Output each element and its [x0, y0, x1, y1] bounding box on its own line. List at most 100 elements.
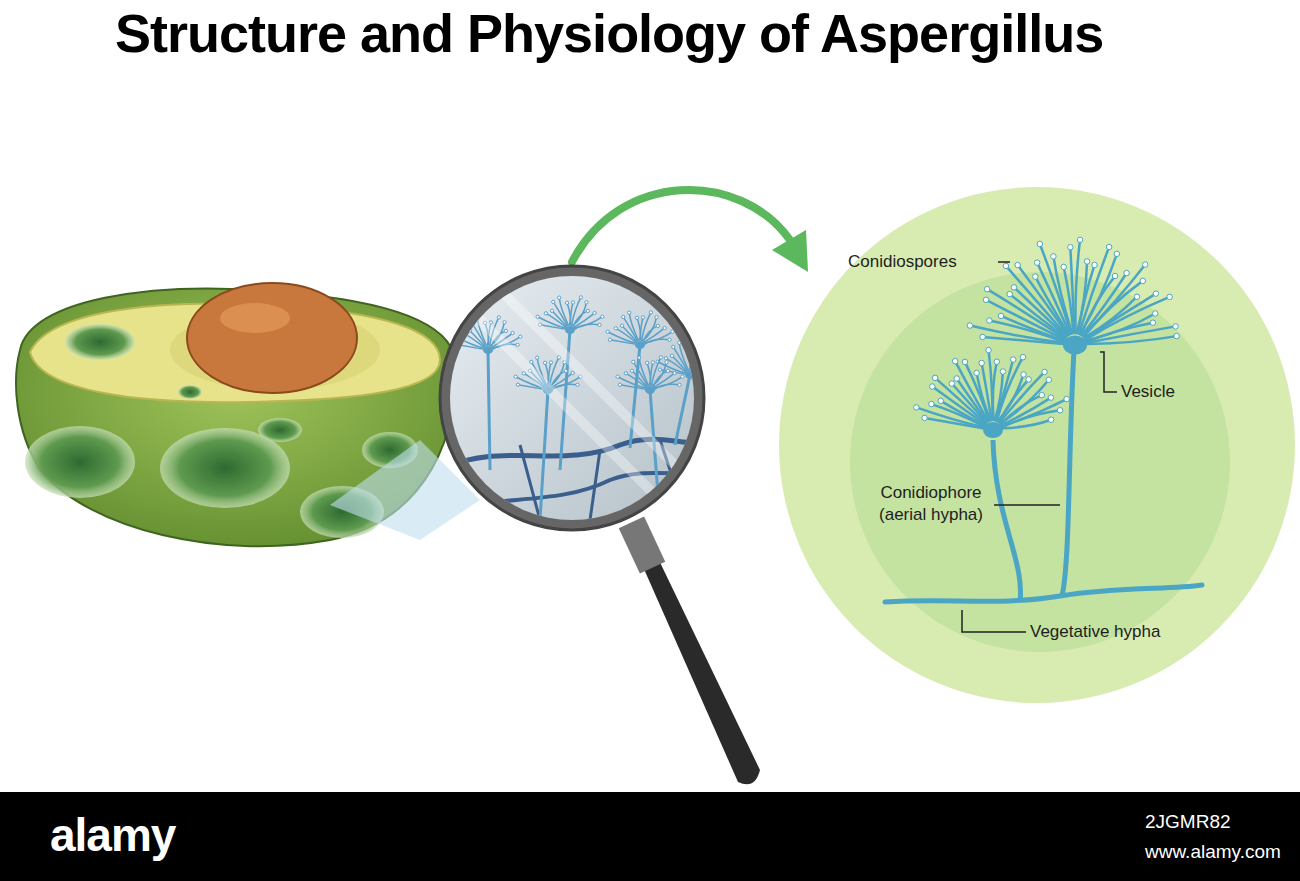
spore — [606, 330, 609, 333]
spore — [656, 324, 659, 327]
spore — [468, 329, 471, 332]
spore — [1042, 369, 1048, 375]
spore — [1124, 270, 1130, 276]
spore — [632, 360, 635, 363]
spore — [658, 368, 661, 371]
spore — [454, 335, 457, 338]
spore-chain — [691, 347, 693, 370]
spore — [705, 346, 708, 349]
spore — [1064, 396, 1070, 402]
spore — [1152, 311, 1158, 317]
spore — [932, 375, 938, 381]
spore — [614, 327, 617, 330]
spore — [670, 354, 673, 357]
spore — [1020, 354, 1026, 360]
spore-chain — [693, 356, 707, 371]
spore-chain — [1084, 297, 1137, 338]
spore — [663, 326, 666, 329]
spore-chain — [608, 332, 636, 343]
spore — [586, 309, 589, 312]
spore — [681, 375, 684, 378]
spore-chain — [559, 298, 568, 326]
spore-chain — [639, 358, 648, 386]
watermark-bar — [0, 792, 1300, 881]
spore — [536, 356, 539, 359]
spore — [952, 358, 958, 364]
spore — [1112, 273, 1118, 279]
spore — [550, 309, 553, 312]
spore — [503, 321, 506, 324]
spore-chain — [655, 384, 680, 389]
spore — [511, 331, 514, 334]
spore — [1033, 274, 1039, 280]
spore — [1167, 294, 1173, 300]
spore — [718, 368, 721, 371]
vesicle — [1063, 335, 1087, 354]
spore — [516, 383, 519, 386]
spore — [983, 297, 989, 303]
spore — [645, 361, 648, 364]
spore — [1077, 237, 1083, 243]
spore — [641, 316, 644, 319]
spore — [1010, 357, 1016, 363]
spore — [1174, 333, 1180, 339]
spore — [949, 381, 955, 387]
spore — [1026, 377, 1032, 383]
spore-chain — [1084, 281, 1143, 337]
spore — [516, 343, 519, 346]
spore — [665, 361, 668, 364]
spore — [638, 356, 641, 359]
spore — [1092, 262, 1098, 268]
spore — [655, 316, 658, 319]
spore — [685, 346, 688, 349]
spore — [585, 301, 588, 304]
spore — [519, 335, 522, 338]
spore — [616, 375, 619, 378]
watermark: alamy — [50, 808, 175, 862]
spore — [721, 360, 724, 363]
spore — [651, 361, 654, 364]
spore-chain — [1087, 336, 1177, 344]
spore — [672, 345, 675, 348]
spore — [1048, 395, 1054, 401]
conidiophore — [675, 375, 690, 445]
spore — [543, 361, 546, 364]
spore — [984, 286, 990, 292]
spore — [1173, 324, 1179, 330]
hypha — [450, 470, 710, 510]
spore — [938, 398, 944, 404]
spore — [1011, 285, 1017, 291]
spore — [1034, 260, 1040, 266]
spore-chain — [573, 311, 587, 326]
spore — [1140, 278, 1146, 284]
part-label: Conidiospores — [848, 251, 957, 273]
spore-chain — [653, 371, 667, 386]
spore — [522, 372, 525, 375]
spore — [691, 346, 694, 349]
lens-glare — [460, 290, 700, 520]
part-label: Vesicle — [1121, 381, 1175, 403]
spore — [462, 332, 465, 335]
spore — [974, 370, 980, 376]
spore — [962, 359, 968, 365]
spore-chain — [679, 343, 688, 371]
spore-chain — [695, 362, 723, 373]
spore — [564, 369, 567, 372]
spore — [954, 376, 960, 382]
spore — [980, 334, 986, 340]
spore-chain — [692, 342, 701, 370]
spore — [635, 316, 638, 319]
spore — [664, 357, 667, 360]
part-label: Conidiophore (aerial hypha) — [872, 482, 990, 526]
spore — [552, 300, 555, 303]
spore — [987, 318, 993, 324]
avocado — [16, 283, 480, 546]
spore — [967, 323, 973, 329]
spore — [649, 311, 652, 314]
spore — [622, 315, 625, 318]
spore — [476, 316, 479, 319]
spore — [998, 313, 1004, 319]
spore — [504, 329, 507, 332]
spore — [673, 371, 676, 374]
spore — [598, 323, 601, 326]
